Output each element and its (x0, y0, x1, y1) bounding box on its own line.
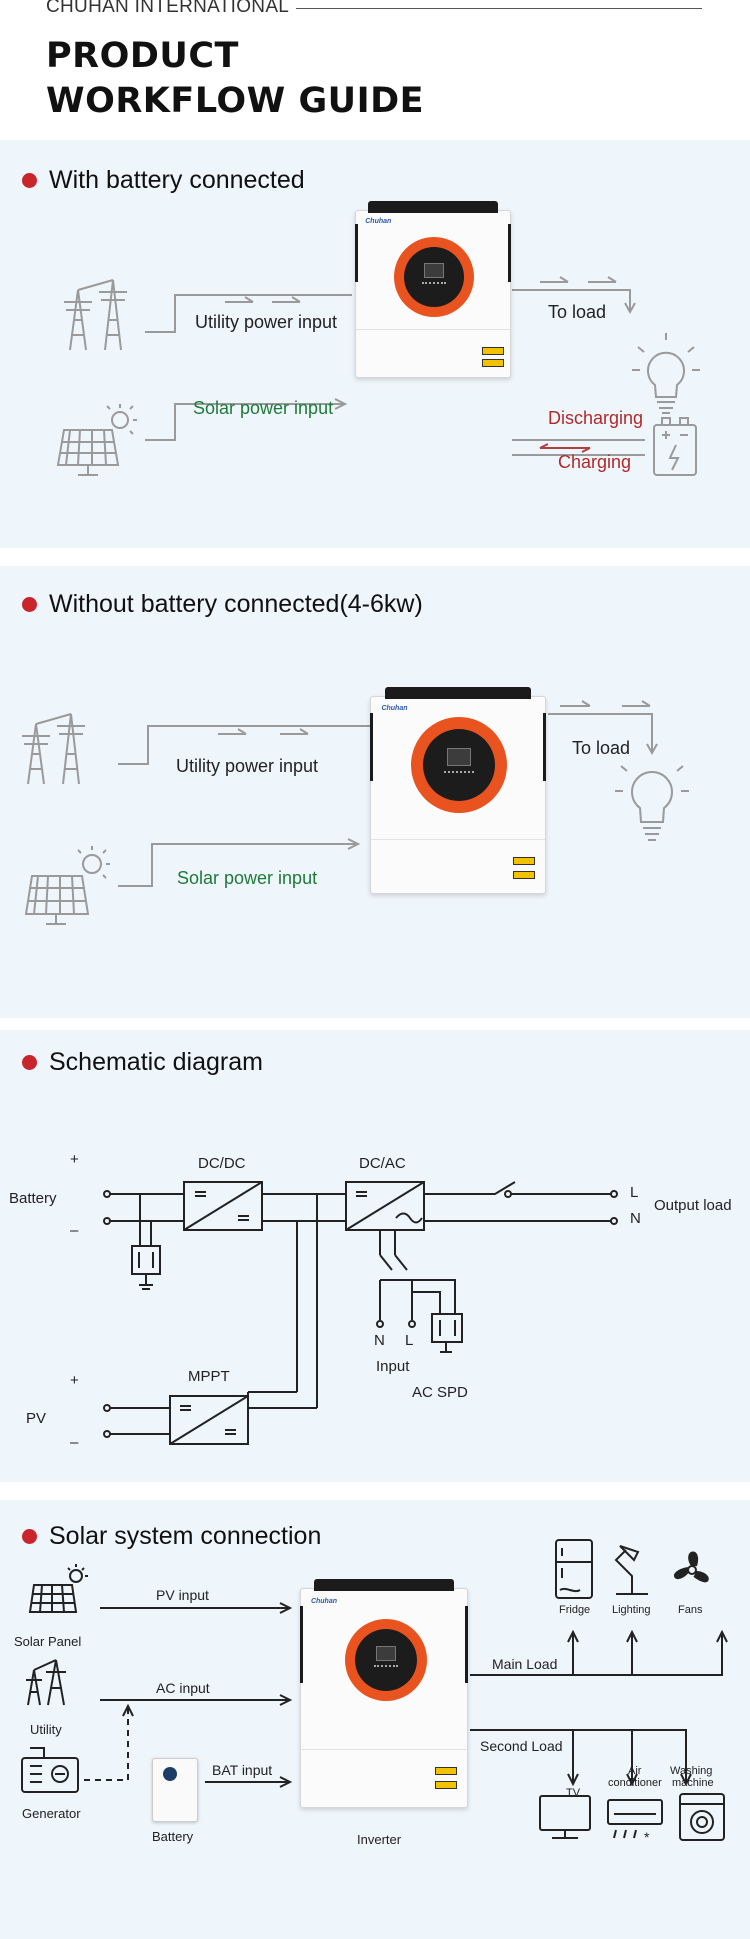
svg-text:*: * (644, 1829, 650, 1845)
ac-input-label: AC input (156, 1680, 210, 1696)
dcac-label: DC/AC (359, 1155, 406, 1172)
to-load-label: To load (572, 738, 631, 758)
schematic-diagram (103, 1181, 618, 1445)
utility-power-label: Utility power input (195, 312, 338, 332)
page-title: PRODUCT WORKFLOW GUIDE (46, 34, 424, 124)
washing-machine-label-1: Washing (670, 1765, 713, 1777)
light-bulb-icon (615, 765, 689, 841)
solar-panel-icon (24, 846, 110, 925)
tv-label: TV (566, 1787, 581, 1799)
section-title: Schematic diagram (22, 1048, 263, 1077)
brand-name: CHUHAN INTERNATIONAL (46, 0, 290, 17)
inverter-image: Chuhan (300, 1579, 468, 1808)
brand-divider (296, 8, 702, 9)
washing-machine-icon (679, 1793, 725, 1841)
inverter-logo: Chuhan (310, 1597, 338, 1605)
fridge-icon (555, 1539, 593, 1599)
battery-minus-label: – (70, 1222, 79, 1239)
generator-label: Generator (22, 1806, 81, 1821)
light-bulb-icon (632, 333, 700, 414)
battery-plus-label: + (70, 1151, 79, 1168)
inverter-logo: Chuhan (381, 704, 408, 712)
input-l-label: L (405, 1332, 414, 1349)
utility-power-label: Utility power input (176, 756, 319, 776)
bullet-dot (22, 173, 37, 188)
air-conditioner-label-2: conditioner (608, 1777, 662, 1789)
lighting-label: Lighting (612, 1604, 651, 1616)
section-title-text: Solar system connection (49, 1522, 322, 1550)
washing-machine-label-2: machine (672, 1777, 714, 1789)
utility-label: Utility (30, 1722, 62, 1737)
title-line-1: PRODUCT (46, 36, 239, 76)
section-without-battery: Without battery connected(4-6kw) (0, 566, 750, 1018)
dcdc-label: DC/DC (198, 1155, 246, 1172)
transmission-tower-icon (22, 713, 85, 785)
generator-icon (21, 1747, 79, 1793)
input-n-label: N (374, 1332, 385, 1349)
solar-panel-label: Solar Panel (14, 1634, 82, 1649)
section-with-battery: With battery connected (0, 140, 750, 548)
inverter-logo: Chuhan (365, 217, 392, 225)
output-l-label: L (630, 1184, 639, 1201)
fan-icon (674, 1551, 709, 1583)
discharging-label: Discharging (548, 408, 644, 428)
inverter-display (345, 1619, 427, 1701)
second-load-label: Second Load (480, 1738, 563, 1754)
inverter-display (411, 717, 507, 813)
charging-label: Charging (558, 452, 632, 472)
solar-panel-icon (56, 404, 137, 476)
battery-icon (653, 417, 697, 476)
header: CHUHAN INTERNATIONAL PRODUCT WORKFLOW GU… (0, 0, 750, 140)
air-conditioner-icon: * (607, 1799, 663, 1845)
section-schematic: Schematic diagram (0, 1030, 750, 1482)
connection-diagram: * (21, 1539, 728, 1845)
bat-input-label: BAT input (212, 1762, 273, 1778)
transmission-tower-icon (64, 279, 127, 351)
section-title-text: Without battery connected(4-6kw) (49, 590, 423, 618)
title-line-2: WORKFLOW GUIDE (46, 81, 425, 121)
battery-label: Battery (9, 1190, 57, 1207)
pv-label: PV (26, 1410, 47, 1427)
bullet-dot (22, 1055, 37, 1070)
bullet-dot (22, 597, 37, 612)
section-solar-system: Solar system connection (0, 1500, 750, 1939)
to-load-label: To load (548, 302, 607, 322)
ac-spd-label: AC SPD (412, 1384, 468, 1401)
section-title: Without battery connected(4-6kw) (22, 590, 423, 619)
pv-minus-label: – (70, 1434, 79, 1451)
output-n-label: N (630, 1210, 641, 1227)
inverter-label: Inverter (357, 1832, 402, 1847)
section1-diagram (56, 276, 700, 476)
section-title: Solar system connection (22, 1522, 321, 1551)
lamp-icon (614, 1545, 648, 1595)
inverter-display (394, 237, 474, 317)
solar-panel-icon (28, 1564, 88, 1613)
inverter-image: Chuhan (370, 687, 546, 894)
transmission-tower-icon (26, 1659, 66, 1706)
solar-power-label: Solar power input (177, 868, 318, 888)
section-title: With battery connected (22, 166, 305, 195)
pv-input-label: PV input (156, 1587, 209, 1603)
pv-plus-label: + (70, 1372, 79, 1389)
bullet-dot (22, 1529, 37, 1544)
mppt-label: MPPT (188, 1368, 230, 1385)
solar-power-label: Solar power input (193, 398, 334, 418)
section2-diagram (22, 700, 689, 925)
air-conditioner-label-1: Air (628, 1765, 642, 1777)
section-title-text: Schematic diagram (49, 1048, 263, 1076)
input-label: Input (376, 1358, 410, 1375)
battery-label: Battery (152, 1829, 194, 1844)
inverter-image: Chuhan (355, 201, 511, 378)
main-load-label: Main Load (492, 1656, 558, 1672)
fans-label: Fans (678, 1604, 703, 1616)
output-load-label: Output load (654, 1197, 732, 1214)
battery-cabinet-image (152, 1758, 198, 1822)
tv-icon (539, 1795, 591, 1839)
fridge-label: Fridge (559, 1604, 591, 1616)
section-title-text: With battery connected (49, 166, 305, 194)
